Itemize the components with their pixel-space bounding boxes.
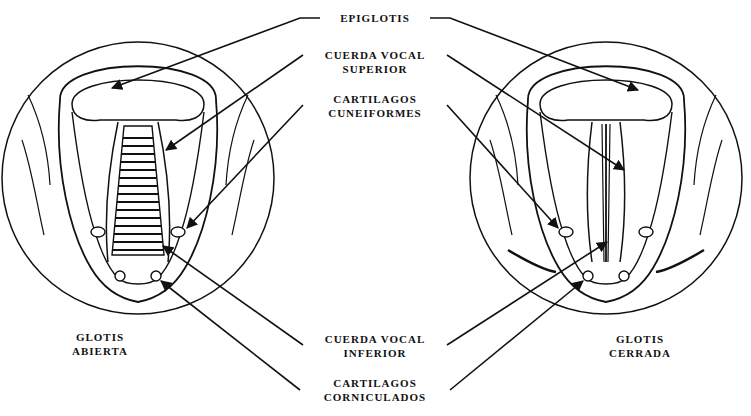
view-circle	[470, 42, 742, 314]
part-label: CUERDA VOCAL SUPERIOR	[307, 48, 443, 76]
figure-caption: GLOTIS CERRADA	[597, 332, 683, 360]
closed-glottis-figure	[490, 66, 722, 302]
part-label: CUERDA VOCAL INFERIOR	[307, 332, 443, 360]
figure-caption: GLOTIS ABIERTA	[57, 330, 143, 358]
open-glottis-figure	[22, 66, 254, 302]
part-label: EPIGLOTIS	[320, 11, 430, 25]
part-label: CARTILAGOS CORNICULADOS	[307, 376, 443, 404]
leader-lines	[112, 18, 638, 390]
part-label: CARTILAGOS CUNEIFORMES	[307, 92, 443, 120]
